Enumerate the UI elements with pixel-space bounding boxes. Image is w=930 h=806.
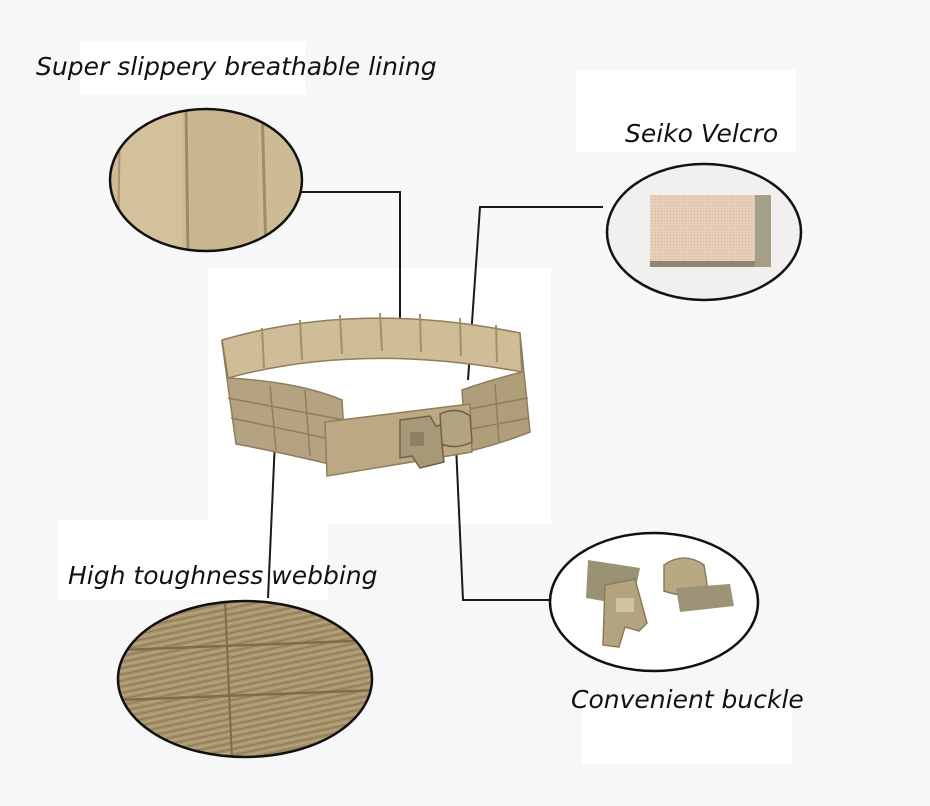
- velcro-detail-photo: [605, 162, 803, 302]
- label-panel-velcro: [576, 70, 796, 152]
- label-panel-lining: [80, 42, 305, 94]
- label-panel-webbing: [58, 520, 328, 600]
- callout-lining-label: Super slippery breathable lining: [36, 52, 437, 81]
- lining-detail-photo: [108, 107, 304, 253]
- webbing-detail-photo: [116, 599, 374, 759]
- callout-buckle-label: Convenient buckle: [571, 685, 804, 714]
- leader-line-velcro: [467, 206, 603, 381]
- label-panel-buckle: [582, 700, 792, 764]
- leader-line-lining: [300, 191, 401, 330]
- callout-webbing-label: High toughness webbing: [68, 561, 378, 590]
- callout-velcro-label: Seiko Velcro: [625, 119, 779, 148]
- leader-line-buckle: [455, 444, 552, 601]
- leader-lines: [267, 191, 603, 601]
- leader-line-webbing: [267, 439, 276, 599]
- belt-product-photo: [221, 312, 531, 477]
- buckle-detail-photo: [548, 531, 760, 673]
